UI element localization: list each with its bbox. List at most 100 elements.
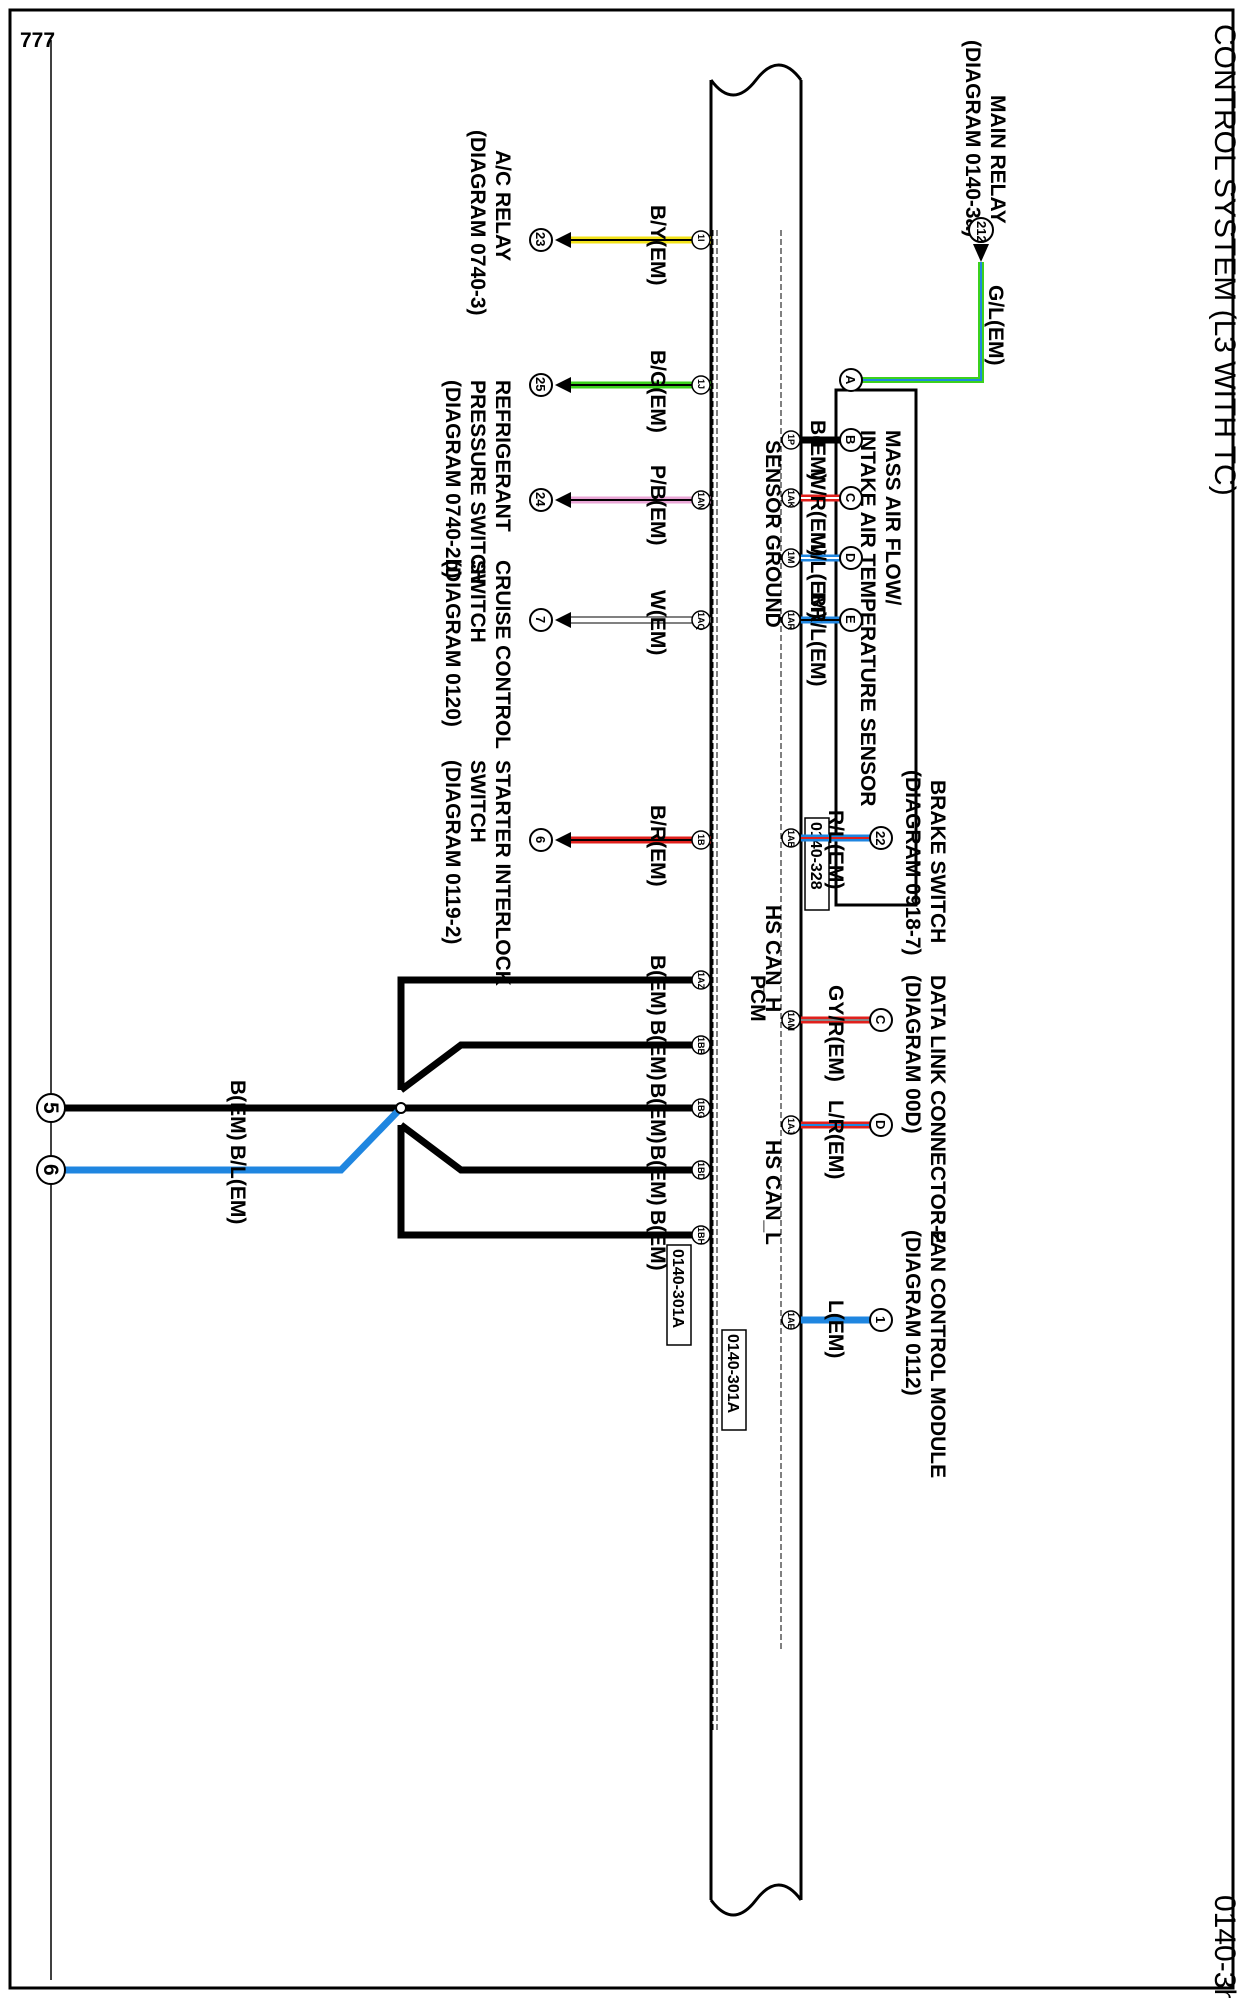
lower-arrows (555, 232, 571, 848)
maf-pin-e: E (843, 615, 858, 624)
main-relay-ref-label: 212 (974, 221, 989, 243)
pcm-lower-connector-tag (666, 1244, 692, 1346)
pcm-lower-connector-label: 0140-301A (669, 1249, 686, 1329)
page-border (8, 8, 1235, 1990)
upper-circuit-refs (869, 826, 893, 1332)
brake-ref: 22 (873, 831, 888, 845)
fan-ref: 1 (873, 1316, 888, 1323)
starter-ref: 6 (533, 836, 548, 843)
pcm-pin-1ab: 1AB (786, 830, 796, 849)
pcm-upper-pins (781, 430, 801, 1330)
ground-point-5 (36, 1093, 66, 1123)
ground-5-wire-label: B(EM) (226, 1080, 249, 1141)
refrigerant-ref-25: 25 (533, 377, 548, 391)
maf-sensor-label-2: INTAKE AIR TEMPERATURE SENSOR (856, 430, 879, 806)
hs-can-h-label: HS CAN_H (761, 905, 784, 1012)
pcm-pin-1an: 1AN (696, 492, 706, 510)
wire-br-l-label: BR/L(EM) (806, 592, 829, 686)
svg-text:A: A (843, 375, 858, 385)
pcm-upper-connector-label: 0140-301A (724, 1334, 741, 1414)
wire-l-r-label: L/R(EM) (824, 1100, 847, 1179)
pcm-pin-1bb: 1BB (696, 1037, 706, 1056)
cruise-label-1: CRUISE CONTROL (491, 560, 514, 749)
pcm-pin-1i: 1I (696, 234, 706, 242)
starter-label-2: SWITCH (466, 760, 489, 843)
refrigerant-ref-24: 24 (533, 492, 548, 507)
wire-g-l-label: G/L(EM) (984, 285, 1007, 365)
maf-connector-label: 0140-328 (807, 822, 824, 890)
pcm-pin-1ak: 1AK (786, 490, 796, 509)
wire-r-l-label: R/L(EM) (824, 810, 847, 889)
dlc-label-1: DATA LINK CONNECTOR-2 (926, 975, 949, 1244)
pcm-pin-1ar: 1AR (786, 612, 796, 631)
dlc-label-2: (DIAGRAM 00D) (901, 975, 924, 1134)
pcm-pin-1p: 1P (786, 434, 796, 445)
page-title: CONTROL SYSTEM (L3 WITH TC) (1208, 24, 1241, 496)
refrigerant-label-1: REFRIGERANT (491, 380, 514, 532)
ground-point-6-label: 6 (39, 1164, 62, 1176)
main-relay-ref (968, 217, 994, 243)
dlc-ref-c: C (873, 1015, 888, 1025)
starter-label-1: STARTER INTERLOCK (491, 760, 514, 986)
ground-pcm-pins (691, 970, 711, 1245)
pcm-upper-connector-tag (721, 1329, 747, 1431)
main-relay-label-1: MAIN RELAY (986, 95, 1009, 224)
ac-relay-label-1: A/C RELAY (491, 150, 514, 261)
ac-relay-label-2: (DIAGRAM 0740-3) (466, 130, 489, 316)
pcm-pin-1aj: 1AJ (786, 1118, 796, 1135)
ground-wire-label-4: B(EM) (646, 1145, 669, 1206)
refrigerant-label-3: (DIAGRAM 0740-2b) (441, 380, 464, 578)
sensor-ground-label: SENSOR GROUND (761, 440, 784, 628)
maf-pin-a (839, 368, 863, 392)
page-number: 0140-3h (1208, 1895, 1241, 1998)
cruise-label-3: (DIAGRAM 0120) (441, 560, 464, 727)
ground-6-wire-label: B/L(EM) (226, 1145, 249, 1224)
maf-pin-c: C (843, 493, 858, 503)
maf-sensor-label-1: MASS AIR FLOW/ (881, 430, 904, 606)
wire-b-y-label: B/Y(EM) (646, 205, 669, 286)
maf-pin-b: B (843, 435, 858, 444)
ac-relay-ref: 23 (533, 232, 548, 246)
main-relay-arrow (973, 244, 989, 262)
ground-wire-label-1: B(EM) (646, 955, 669, 1016)
lower-pcm-pins (691, 230, 711, 850)
wire-b-label: B(EM) (806, 420, 829, 481)
wire-p-b-label: P/B(EM) (646, 465, 669, 546)
wire-w-label: W(EM) (646, 590, 669, 655)
ground-wire-label-3: B(EM) (646, 1083, 669, 1144)
pcm-pin-1bd: 1BD (696, 1162, 706, 1181)
refrigerant-label-2: PRESSURE SWITCH (466, 380, 489, 584)
ground-wire-label-2: B(EM) (646, 1020, 669, 1081)
wire-g-l (851, 262, 984, 383)
main-relay-label-2: (DIAGRAM 0140-3a) (961, 40, 984, 237)
pcm-pin-1m: 1M (786, 551, 796, 564)
ground-wires (51, 976, 701, 1239)
brake-switch-label-2: (DIAGRAM 0918-7) (901, 770, 924, 956)
ground-point-5-label: 5 (39, 1102, 62, 1114)
hs-can-l-label: HS CAN_L (761, 1140, 784, 1245)
pcm-pin-1az: 1AZ (696, 972, 706, 990)
maf-sensor-box (834, 388, 918, 907)
starter-label-3: (DIAGRAM 0119-2) (441, 760, 464, 944)
upper-circuit-wires (801, 834, 871, 1324)
pcm-pin-1aq: 1AQ (696, 612, 706, 631)
wire-b-r-label: B/R(EM) (646, 805, 669, 887)
ground-wire-label-5: B(EM) (646, 1210, 669, 1271)
pcm-pin-1bg: 1BG (696, 1100, 706, 1119)
wire-w-r-label: W/R(EM) (806, 470, 829, 556)
pcm-pin-1bh: 1BH (696, 1227, 706, 1245)
wire-l-label: L(EM) (824, 1300, 847, 1358)
pcm-pin-1am: 1AM (786, 1012, 796, 1031)
pcm-label: PCM (746, 975, 769, 1022)
wire-w-l-label: W/L(EM) (806, 535, 829, 619)
wire-gy-r-label: GY/R(EM) (824, 985, 847, 1082)
ground-ref-label: 777 (20, 29, 55, 52)
maf-pin-d: D (843, 553, 858, 562)
fan-module-label-2: (DIAGRAM 0112) (901, 1230, 924, 1396)
pcm-pin-1b: 1B (696, 834, 706, 846)
maf-pin-circles (839, 428, 863, 632)
fan-module-label-1: FAN CONTROL MODULE (926, 1230, 949, 1478)
lower-circuit-wires (571, 236, 711, 844)
